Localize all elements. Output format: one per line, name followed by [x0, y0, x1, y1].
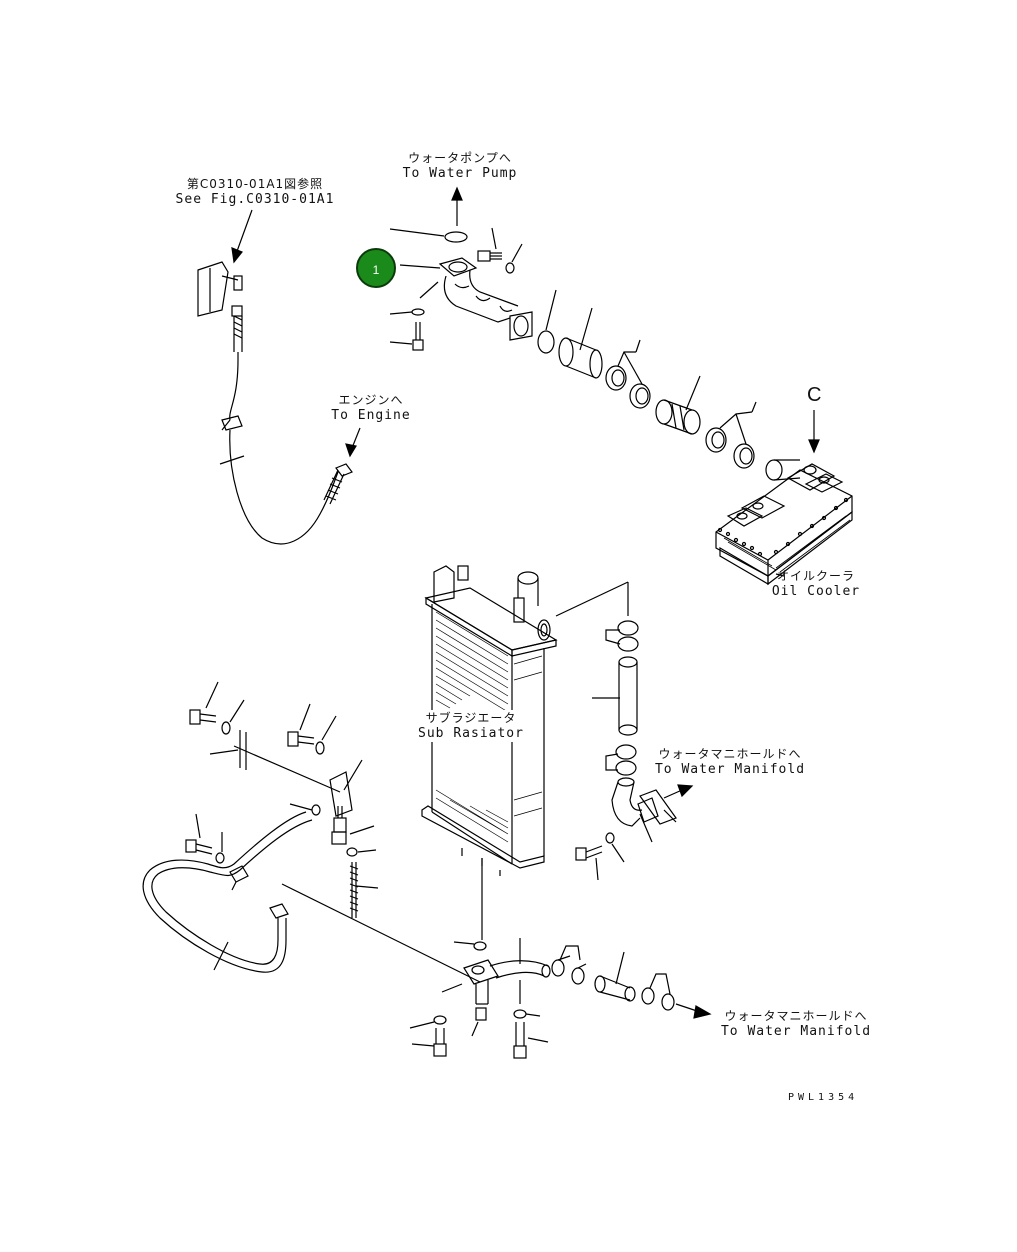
see-fig-arrow: [231, 209, 253, 264]
part-1-marker[interactable]: 1: [356, 248, 396, 288]
bolts-left-lower: [185, 813, 225, 864]
oil-cooler-label: オイルクーラ Oil Cooler: [766, 568, 866, 600]
water-pump-label: ウォータポンプへ To Water Pump: [380, 150, 540, 182]
hose-clamps-lower: [705, 401, 757, 469]
oil-cooler-label-en: Oil Cooler: [771, 584, 861, 599]
sub-radiator-label-en: Sub Rasiator: [418, 726, 524, 741]
water-manifold-lower-label-jp: ウォータマニホールドへ: [724, 1009, 868, 1023]
gasket-manifold: [639, 789, 677, 825]
water-manifold-lower-label: ウォータマニホールドへ To Water Manifold: [716, 1008, 876, 1040]
water-pump-label-jp: ウォータポンプへ: [408, 151, 512, 165]
water-pump-label-en: To Water Pump: [402, 166, 518, 181]
clamps-radiator-top: [605, 620, 639, 652]
water-manifold-upper-label-en: To Water Manifold: [654, 762, 806, 777]
bolt-elbow-lower: [389, 308, 425, 351]
see-fig-label: 第C0310-01A1図参照 See Fig.C0310-01A1: [170, 176, 340, 208]
drain-cock-bottom: [441, 858, 551, 1005]
bracket-tee: [209, 730, 363, 817]
clamps-radiator-bottom: [605, 744, 637, 776]
hose-clamps-upper: [605, 339, 651, 409]
oil-cooler: [715, 459, 853, 586]
water-pump-arrow: [451, 186, 463, 226]
manifold-arrow-lower: [675, 1003, 712, 1019]
engine-arrow: [345, 427, 361, 458]
gasket-ring: [537, 330, 555, 354]
view-c-arrow: [808, 410, 820, 454]
drain-rod: [349, 862, 379, 918]
cable-assembly: [197, 261, 353, 545]
clamps-bottom-right: [641, 973, 675, 1011]
water-manifold-upper-label: ウォータマニホールドへ To Water Manifold: [650, 746, 810, 778]
o-ring-top: [444, 231, 468, 243]
bolt-radiator-elbow: [575, 832, 625, 881]
oil-cooler-label-jp: オイルクーラ: [776, 569, 855, 583]
valve-fitting: [331, 806, 377, 857]
bolt-elbow-top: [477, 227, 523, 274]
see-fig-label-jp: 第C0310-01A1図参照: [186, 177, 324, 191]
drain-hose-left: [142, 811, 313, 973]
see-fig-label-en: See Fig.C0310-01A1: [175, 192, 335, 207]
hose-bottom: [594, 951, 636, 1002]
leader-drain: [281, 883, 481, 983]
sub-radiator-label: サブラジエータ Sub Rasiator: [412, 710, 530, 742]
short-pipe: [558, 307, 603, 379]
engine-label-jp: エンジンへ: [338, 393, 404, 407]
engine-label: エンジンへ To Engine: [326, 392, 416, 424]
manifold-arrow-upper: [663, 784, 694, 799]
water-manifold-lower-label-en: To Water Manifold: [720, 1024, 872, 1039]
bolts-left-upper: [189, 681, 337, 755]
elbow-radiator: [611, 777, 659, 843]
sub-radiator: [421, 565, 558, 876]
hose-clip-left: [289, 803, 321, 816]
bolts-bottom: [409, 1007, 549, 1059]
water-manifold-upper-label-jp: ウォータマニホールドへ: [658, 747, 802, 761]
hose-upper: [655, 375, 701, 435]
hose-radiator-vertical: [592, 656, 638, 736]
clamps-bottom-left: [551, 945, 587, 985]
sub-radiator-label-jp: サブラジエータ: [425, 711, 517, 725]
elbow-pipe: [438, 257, 533, 341]
view-c-label: C: [807, 384, 822, 406]
engine-label-en: To Engine: [331, 408, 411, 423]
figure-code: PWL1354: [788, 1092, 859, 1103]
